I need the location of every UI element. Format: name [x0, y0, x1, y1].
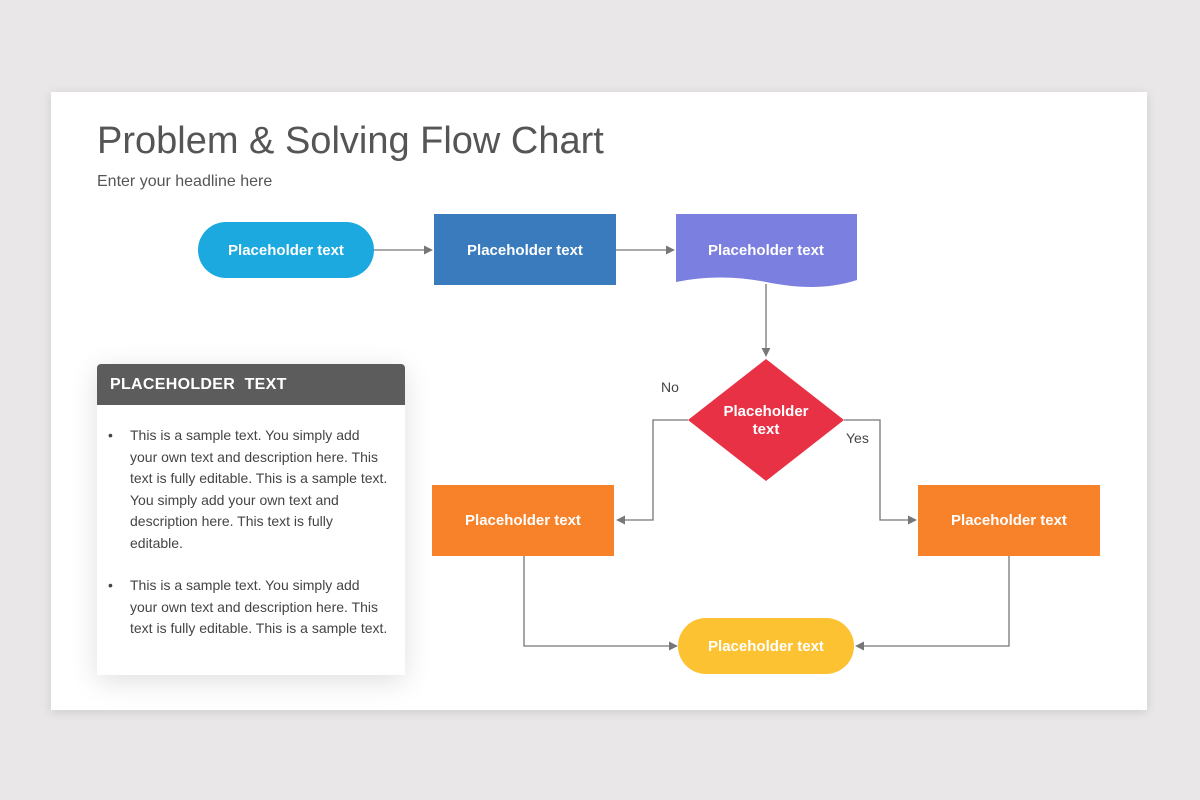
node-document-label: Placeholder text	[708, 242, 824, 259]
node-start: Placeholder text	[198, 222, 374, 278]
node-document: Placeholder text	[676, 214, 857, 287]
node-document-shape	[676, 214, 857, 287]
edge-no-label: No	[661, 379, 679, 395]
edge-yes-label: Yes	[846, 430, 869, 446]
node-no-branch-label: Placeholder text	[465, 512, 581, 529]
node-end-label: Placeholder text	[708, 638, 824, 655]
node-no-branch: Placeholder text	[432, 485, 614, 556]
info-card: PLACEHOLDER TEXT This is a sample text. …	[97, 364, 405, 675]
flowchart: Placeholder text Placeholder text Placeh…	[198, 214, 1100, 674]
edge-yes-to-end	[855, 556, 1010, 651]
connectors	[374, 245, 1010, 651]
node-decision: Placeholder text	[688, 359, 844, 481]
edge-no-to-end	[523, 556, 678, 651]
edge-decision-no	[616, 419, 688, 525]
node-process-shape	[434, 214, 616, 285]
node-decision-shape	[688, 359, 844, 481]
node-decision-label-line2: text	[753, 421, 780, 438]
edge-decision-yes	[844, 419, 917, 525]
slide: Problem & Solving Flow Chart Enter your …	[51, 92, 1147, 710]
node-yes-branch: Placeholder text	[918, 485, 1100, 556]
node-yes-branch-shape	[918, 485, 1100, 556]
info-card-header: PLACEHOLDER TEXT	[97, 364, 405, 405]
node-yes-branch-label: Placeholder text	[951, 512, 1067, 529]
info-card-bullet: This is a sample text. You simply add yo…	[108, 425, 389, 554]
node-start-label: Placeholder text	[228, 242, 344, 259]
slide-title: Problem & Solving Flow Chart	[97, 120, 604, 162]
node-start-shape	[198, 222, 374, 278]
slide-subtitle: Enter your headline here	[97, 173, 273, 190]
node-decision-label-line1: Placeholder	[723, 403, 808, 420]
node-no-branch-shape	[432, 485, 614, 556]
info-card-list: This is a sample text. You simply add yo…	[97, 405, 405, 640]
info-card-bullet: This is a sample text. You simply add yo…	[108, 575, 389, 640]
node-process-label: Placeholder text	[467, 242, 583, 259]
node-process: Placeholder text	[434, 214, 616, 285]
node-end: Placeholder text	[678, 618, 854, 674]
node-end-shape	[678, 618, 854, 674]
